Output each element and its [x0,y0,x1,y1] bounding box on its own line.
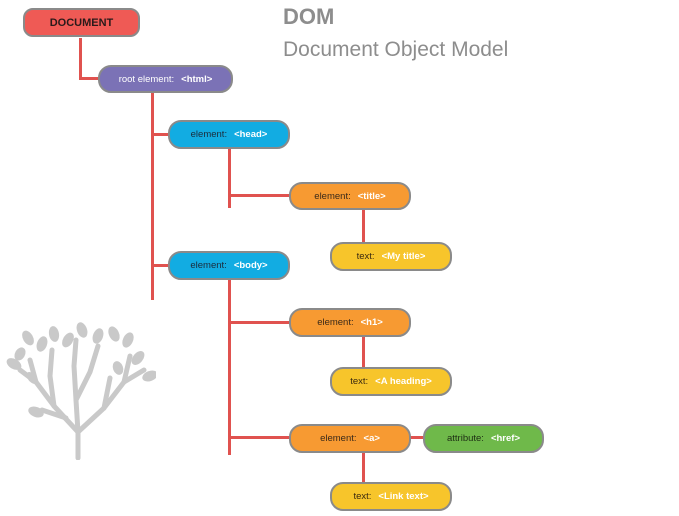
node-href-tag: <href> [490,433,520,444]
node-h1-kind: element: [317,317,354,328]
node-title-text-kind: text: [356,251,375,262]
node-root-element: root element: <html> [98,65,233,93]
diagram-subtitle: Document Object Model [283,38,509,61]
connector-document-root [79,38,82,79]
connector-root-trunk [151,92,154,300]
connector-root-body [151,264,171,267]
node-title-tag: <title> [357,190,386,202]
connector-title-text [362,210,365,243]
node-h1-text-tag: <A heading> [375,376,432,387]
node-head-element: element: <head> [168,120,290,149]
node-body-kind: element: [190,260,227,271]
node-head-kind: element: [190,129,228,140]
node-a-text-tag: <Link text> [378,491,429,502]
node-root-tag: <html> [181,73,213,85]
connector-body-h1 [228,321,292,324]
connector-root-head [151,133,171,136]
connector-head-title [228,194,292,197]
node-title-text-tag: <My title> [381,251,426,262]
node-title-text: text: <My title> [330,242,452,271]
connector-a-href [408,436,426,439]
node-body-tag: <body> [233,260,268,271]
node-href-attribute: attribute: <href> [423,424,544,453]
node-body-element: element: <body> [168,251,290,280]
connector-body-a [228,436,292,439]
connector-document-root-h [79,77,101,80]
node-document-label: DOCUMENT [49,16,114,29]
node-href-kind: attribute: [446,433,484,444]
node-document: DOCUMENT [23,8,140,37]
connector-h1-text [362,335,365,368]
node-h1-text: text: <A heading> [330,367,452,396]
node-title-element: element: <title> [289,182,411,210]
node-title-kind: element: [314,190,351,202]
node-h1-element: element: <h1> [289,308,411,337]
tree-icon [6,320,158,461]
diagram-title: DOM [283,4,335,29]
node-a-element: element: <a> [289,424,411,453]
node-h1-tag: <h1> [360,317,383,328]
connector-body-trunk [228,279,231,455]
node-head-tag: <head> [234,129,268,140]
node-h1-text-kind: text: [350,376,369,387]
node-a-tag: <a> [363,433,380,444]
node-a-kind: element: [320,433,357,444]
node-a-text-kind: text: [353,491,372,502]
connector-head-trunk [228,148,231,208]
node-root-kind: root element: [118,73,175,85]
node-a-text: text: <Link text> [330,482,452,511]
connector-a-text [362,452,365,483]
